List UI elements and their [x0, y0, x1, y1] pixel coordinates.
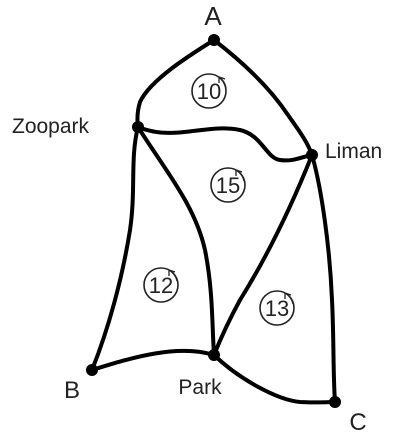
region-label-left: 12 — [149, 273, 173, 298]
region-marker-top: 10 — [191, 73, 227, 109]
region-label-top: 10 — [197, 79, 221, 104]
edge-zoopark-liman — [136, 125, 314, 163]
region-marker-left: 12 — [143, 267, 179, 303]
node-b — [86, 364, 98, 376]
node-label-park: Park — [178, 376, 222, 399]
region-label-center: 15 — [216, 173, 240, 198]
edge-park-c — [212, 353, 337, 405]
region-ring-right — [259, 290, 295, 326]
region-marker-right: 13 — [259, 290, 295, 326]
edge-a-zoopark — [135, 38, 216, 129]
edge-zoopark-park — [136, 125, 216, 357]
circulation-arrow-icon — [284, 292, 294, 305]
region-ring-top — [191, 73, 227, 109]
circulation-arrow-icon — [235, 169, 245, 182]
node-label-liman: Liman — [325, 140, 382, 163]
node-liman — [306, 149, 318, 161]
edge-b-park — [90, 348, 216, 372]
node-label-b: B — [64, 377, 80, 404]
node-label-a: A — [204, 1, 222, 31]
node-c — [329, 396, 341, 408]
region-ring-center — [210, 167, 246, 203]
node-a — [208, 34, 220, 46]
node-label-zoopark: Zoopark — [12, 115, 90, 138]
circulation-arrow-icon — [168, 269, 178, 282]
node-label-c: C — [349, 409, 366, 436]
node-zoopark — [132, 121, 144, 133]
edge-liman-c — [310, 153, 337, 404]
region-ring-left — [143, 267, 179, 303]
edge-liman-park — [212, 153, 314, 357]
circulation-arrow-icon — [218, 76, 227, 89]
region-label-right: 13 — [265, 296, 289, 321]
edge-zoopark-b — [90, 125, 140, 372]
region-marker-center: 15 — [210, 167, 246, 203]
edge-a-liman — [212, 38, 314, 157]
node-park — [208, 349, 220, 361]
